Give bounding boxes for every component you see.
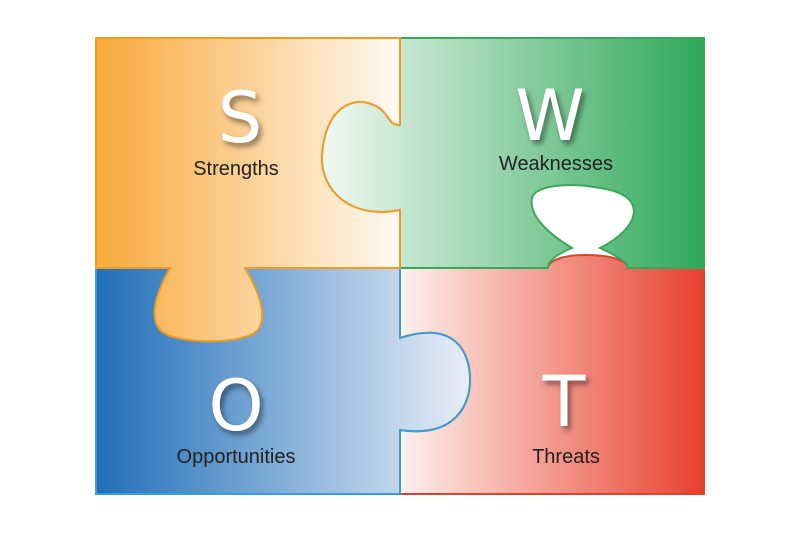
strengths-label: Strengths bbox=[193, 158, 279, 180]
strengths-letter: S bbox=[218, 77, 262, 159]
weaknesses-label: Weaknesses bbox=[499, 153, 613, 175]
threats-letter: T bbox=[542, 361, 586, 443]
opportunities-letter: O bbox=[208, 365, 263, 447]
opportunities-label: Opportunities bbox=[177, 446, 296, 468]
threats-label: Threats bbox=[532, 446, 600, 468]
weaknesses-letter: W bbox=[515, 75, 584, 157]
strengths-piece bbox=[95, 37, 401, 343]
